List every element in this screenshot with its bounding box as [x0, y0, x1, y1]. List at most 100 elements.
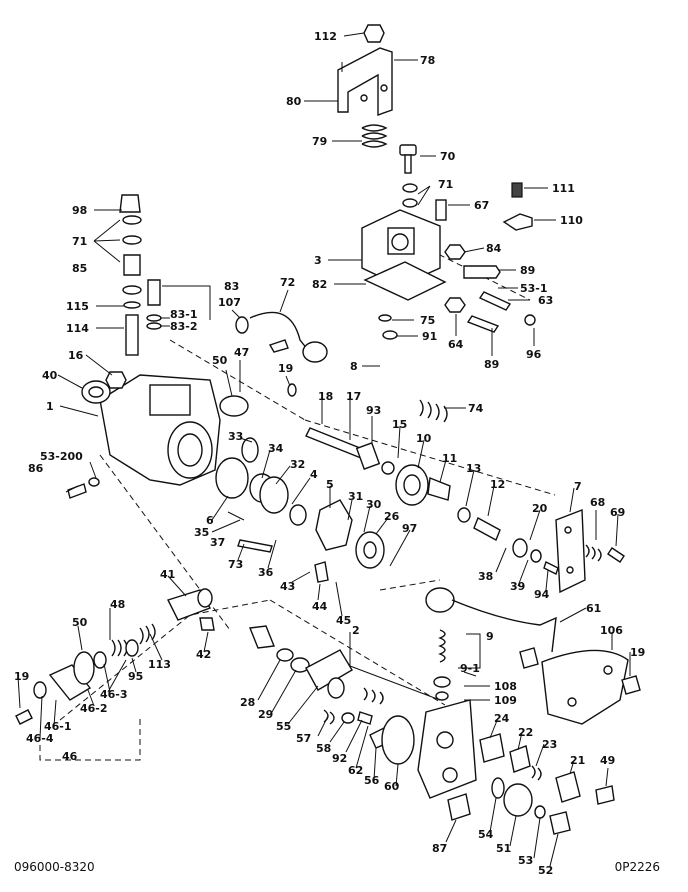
callout-label: 32	[290, 458, 305, 471]
callout-label: 98	[72, 204, 87, 217]
callout-label: 9	[486, 630, 494, 643]
callout-label: 44	[312, 600, 328, 613]
callout-label: 110	[560, 214, 583, 227]
callout-label: 46	[62, 750, 78, 763]
callout-label: 21	[570, 754, 585, 767]
callout-label: 93	[366, 404, 381, 417]
pump-housing	[67, 371, 249, 499]
callout-label: 11	[442, 452, 457, 465]
callout-label: 19	[14, 670, 29, 683]
drive-shaft-assembly	[215, 383, 501, 583]
callout-label: 23	[542, 738, 557, 751]
distributor-head	[249, 587, 557, 799]
callout-label: 75	[420, 314, 435, 327]
callout-label: 115	[66, 300, 89, 313]
callout-label: 58	[316, 742, 331, 755]
callout-label: 67	[474, 199, 489, 212]
callout-label: 24	[494, 712, 510, 725]
callout-label: 39	[510, 580, 525, 593]
callout-label: 86	[28, 462, 44, 475]
callout-label: 53-1	[520, 282, 548, 295]
callout-label: 48	[110, 598, 125, 611]
callout-label: 60	[384, 780, 400, 793]
callout-label: 33	[228, 430, 243, 443]
callout-label: 46-3	[100, 688, 128, 701]
callout-label: 112	[314, 30, 337, 43]
callout-label: 68	[590, 496, 605, 509]
callout-label: 51	[496, 842, 511, 855]
callout-label: 35	[194, 526, 209, 539]
callout-label: 108	[494, 680, 517, 693]
callout-label: 71	[438, 178, 453, 191]
callout-label: 91	[422, 330, 437, 343]
callout-label: 38	[478, 570, 493, 583]
callout-label: 10	[416, 432, 432, 445]
callout-label: 92	[332, 752, 347, 765]
callout-label: 20	[532, 502, 548, 515]
lower-left-parts	[15, 588, 215, 725]
callout-label: 96	[526, 348, 542, 361]
callout-label: 50	[72, 616, 88, 629]
callout-label: 63	[538, 294, 553, 307]
callout-label: 2	[352, 624, 360, 637]
left-upper-parts	[119, 194, 328, 363]
callout-label: 80	[286, 95, 302, 108]
callout-labels: 112 78 80 79 70 71 111 67 110 98 71 3 84…	[14, 30, 645, 877]
callout-label: 73	[228, 558, 243, 571]
callout-label: 8	[350, 360, 358, 373]
callout-label: 69	[610, 506, 625, 519]
callout-label: 74	[468, 402, 484, 415]
callout-label: 46-4	[26, 732, 54, 745]
callout-label: 18	[318, 390, 333, 403]
callout-label: 5	[326, 478, 334, 491]
callout-label: 87	[432, 842, 447, 855]
callout-label: 89	[484, 358, 499, 371]
callout-label: 46-2	[80, 702, 108, 715]
callout-label: 95	[128, 670, 143, 683]
callout-label: 79	[312, 135, 327, 148]
callout-label: 78	[420, 54, 435, 67]
callout-label: 7	[574, 480, 582, 493]
callout-label: 54	[478, 828, 494, 841]
diagram-code: 096000-8320	[14, 860, 95, 874]
figure-number: 0P2226	[614, 860, 660, 874]
callout-label: 83-2	[170, 320, 198, 333]
callout-label: 6	[206, 514, 214, 527]
callout-label: 45	[336, 614, 351, 627]
callout-label: 106	[600, 624, 623, 637]
callout-label: 43	[280, 580, 295, 593]
callout-label: 13	[466, 462, 481, 475]
callout-label: 15	[392, 418, 407, 431]
callout-label: 41	[160, 568, 175, 581]
callout-label: 46-1	[44, 720, 72, 733]
callout-label: 4	[310, 468, 318, 481]
callout-label: 16	[68, 349, 84, 362]
callout-label: 1	[46, 400, 54, 413]
callout-label: 62	[348, 764, 363, 777]
callout-label: 94	[534, 588, 550, 601]
callout-label: 83	[224, 280, 239, 293]
callout-label: 31	[348, 490, 363, 503]
callout-label: 34	[268, 442, 284, 455]
callout-label: 40	[42, 369, 58, 382]
callout-label: 83-1	[170, 308, 198, 321]
callout-label: 113	[148, 658, 171, 671]
callout-label: 22	[518, 726, 533, 739]
callout-label: 82	[312, 278, 327, 291]
callout-label: 61	[586, 602, 601, 615]
callout-label: 30	[366, 498, 382, 511]
callout-label: 84	[486, 242, 502, 255]
right-side-parts	[512, 508, 625, 594]
callout-label: 109	[494, 694, 517, 707]
callout-label: 71	[72, 235, 87, 248]
callout-label: 85	[72, 262, 87, 275]
callout-label: 53	[518, 854, 533, 867]
callout-label: 114	[66, 322, 89, 335]
callout-label: 19	[630, 646, 645, 659]
top-bracket-assembly	[337, 24, 533, 231]
callout-label: 53-200	[40, 450, 83, 463]
callout-label: 47	[234, 346, 249, 359]
governor-cover	[361, 209, 536, 340]
callout-label: 55	[276, 720, 291, 733]
